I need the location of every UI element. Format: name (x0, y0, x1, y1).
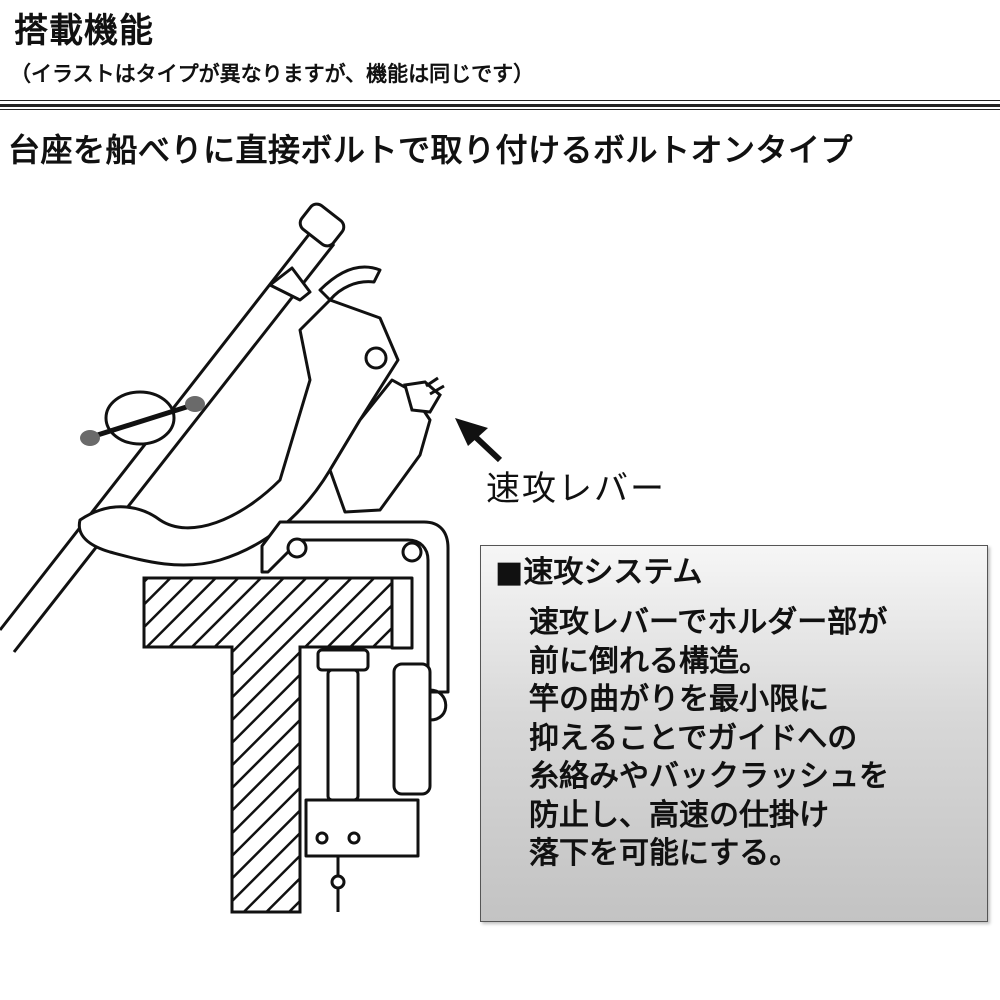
lower-housing (304, 648, 448, 912)
reel (80, 390, 205, 446)
info-box-line: 速攻レバーでホルダー部が (529, 605, 888, 640)
page-note: （イラストはタイプが異なりますが、機能は同じです） (10, 62, 535, 86)
header-rule-thick (0, 104, 1000, 107)
quick-lever (403, 376, 445, 414)
holder-body (77, 265, 432, 567)
callout-label: 速攻レバー (486, 469, 666, 509)
info-box-line: 竿の曲がりを最小限に (529, 682, 829, 717)
info-box-line: 落下を可能にする。 (529, 836, 800, 871)
header-rule-thin-top (0, 100, 1000, 101)
info-box-line: 糸絡みやバックラッシュを (529, 759, 889, 794)
headline: 台座を船べりに直接ボルトで取り付けるボルトオンタイプ (8, 131, 854, 169)
info-box: ■速攻システム 速攻レバーでホルダー部が 前に倒れる構造。 竿の曲がりを最小限に… (480, 545, 988, 922)
info-box-line: 抑えることでガイドへの (529, 720, 858, 756)
fishing-rod (0, 202, 346, 653)
callout-arrow (455, 418, 503, 463)
info-box-line: 防止し、高速の仕掛け (529, 797, 829, 833)
page-title: 搭載機能 (14, 11, 154, 51)
info-box-lines: 速攻レバーでホルダー部が 前に倒れる構造。 竿の曲がりを最小限に 抑えることでガ… (529, 604, 889, 874)
info-box-line: 前に倒れる構造。 (529, 643, 769, 679)
info-box-heading: ■速攻システム (495, 555, 703, 590)
header-rule-thin-bottom (0, 109, 1000, 110)
